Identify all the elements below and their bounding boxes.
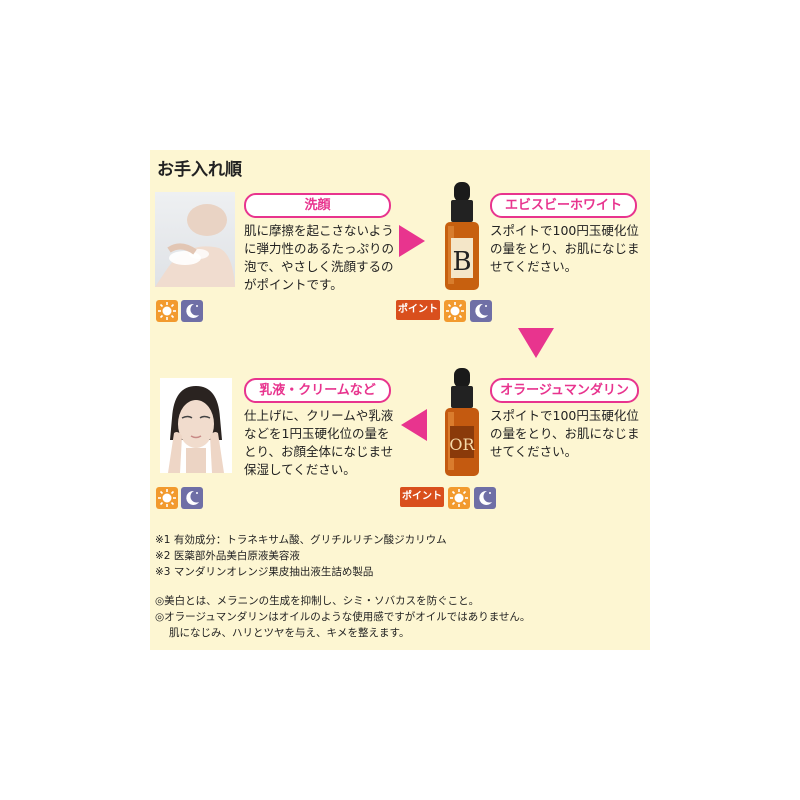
point-badge: ポイント — [396, 300, 440, 320]
step-cream-desc: 仕上げに、クリームや乳液などを1円玉硬化位の量をとり、お顔全体になじませ保湿して… — [244, 408, 394, 477]
remark-1: ◎美白とは、メラニンの生成を抑制し、シミ・ソバカスを防ぐこと。 — [155, 595, 480, 607]
step-wash-desc: 肌に摩擦を起こさないように弾力性のあるたっぷりの泡で、やさしく洗顔するのがポイン… — [244, 223, 395, 292]
arrow-down-icon — [518, 328, 554, 358]
sun-icon — [448, 487, 470, 509]
step-cream-label: 乳液・クリームなど — [244, 378, 391, 403]
moon-icon — [181, 487, 203, 509]
step-or-label: オラージュマンダリン — [490, 378, 639, 403]
b-serum-bottle: B — [442, 180, 482, 292]
sun-icon — [444, 300, 466, 322]
sun-icon — [156, 487, 178, 509]
footnote-2: ※2 医薬部外品美白原液美容液 — [155, 550, 300, 562]
remark-3: 肌になじみ、ハリとツヤを与え、キメを整えます。 — [169, 627, 410, 639]
step-b-label: エビスビーホワイト — [490, 193, 637, 218]
footnote-1: ※1 有効成分：トラネキサム酸、グリチルリチン酸ジカリウム — [155, 534, 447, 546]
b-bottle-letter: B — [452, 247, 471, 277]
step-wash-label: 洗顔 — [244, 193, 391, 218]
or-bottle-letter: OR — [449, 435, 475, 454]
arrow-left-icon — [401, 409, 427, 441]
care-steps-panel: お手入れ順 洗顔 肌に摩擦を起こさないように弾力性のあるたっぷりの泡で、やさしく… — [150, 150, 650, 650]
sun-icon — [156, 300, 178, 322]
moon-icon — [470, 300, 492, 322]
or-serum-bottle: OR — [442, 366, 482, 478]
step-or-desc: スポイトで100円玉硬化位の量をとり、お肌になじませてください。 — [490, 408, 640, 459]
cream-photo — [160, 378, 232, 473]
moon-icon — [474, 487, 496, 509]
wash-photo — [155, 192, 235, 287]
point-badge: ポイント — [400, 487, 444, 507]
arrow-right-icon — [399, 225, 425, 257]
remark-2: ◎オラージュマンダリンはオイルのような使用感ですがオイルではありません。 — [155, 611, 531, 623]
footnote-3: ※3 マンダリンオレンジ果皮抽出液生詰め製品 — [155, 566, 374, 578]
page-title: お手入れ順 — [157, 160, 242, 180]
step-b-desc: スポイトで100円玉硬化位の量をとり、お肌になじませてください。 — [490, 223, 640, 274]
moon-icon — [181, 300, 203, 322]
